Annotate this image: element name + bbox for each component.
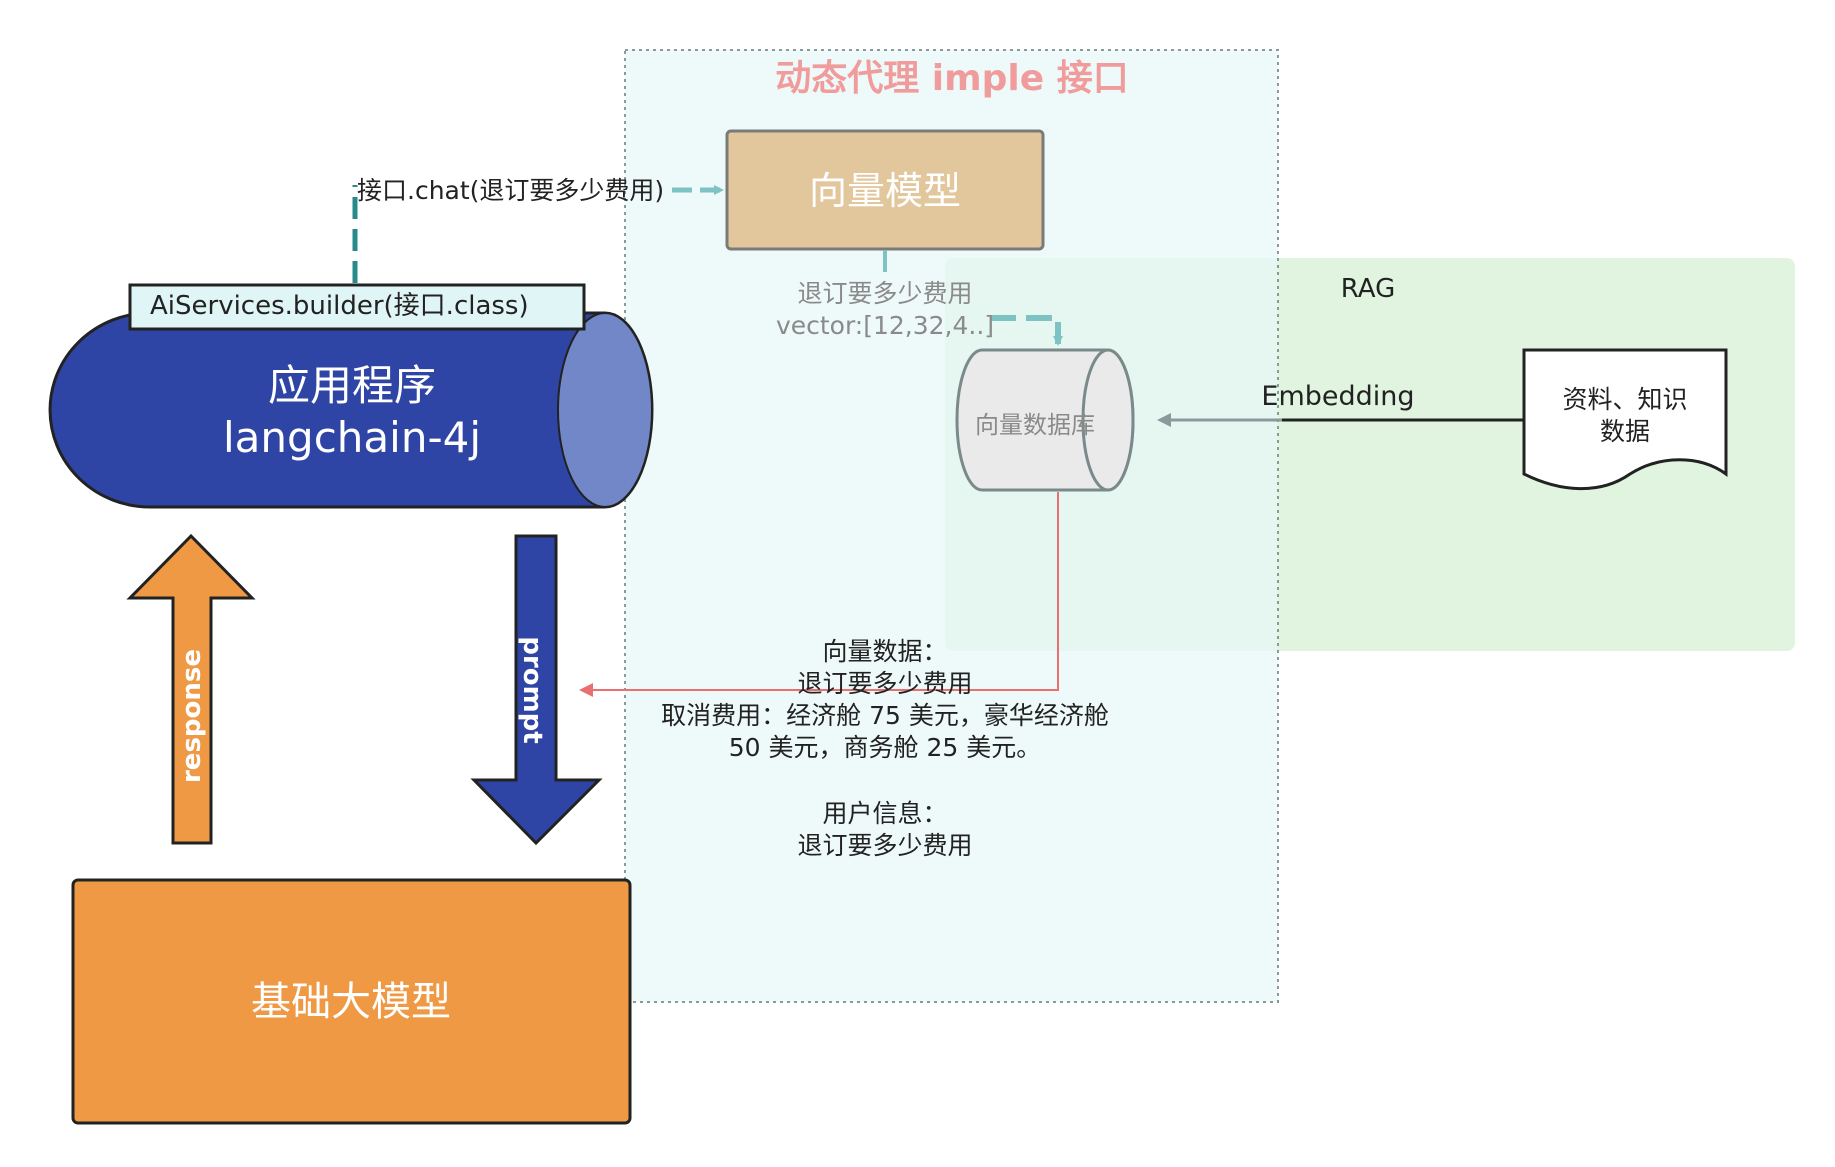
chat-arrow: 接口.chat(退订要多少费用) bbox=[352, 176, 724, 283]
documents-line2: 数据 bbox=[1600, 417, 1650, 446]
base-model-label: 基础大模型 bbox=[251, 979, 451, 1025]
prompt-arrow: prompt bbox=[470, 534, 603, 846]
retrieved-line2: 退订要多少费用 bbox=[797, 669, 972, 698]
embedding-arrow: Embedding bbox=[1157, 381, 1524, 427]
vector-db-label: 向量数据库 bbox=[975, 411, 1095, 439]
response-label: response bbox=[177, 649, 207, 783]
vector-db-node[interactable]: 向量数据库 bbox=[955, 348, 1135, 492]
vector-text-line1: 退订要多少费用 bbox=[797, 279, 972, 308]
documents-line1: 资料、知识 bbox=[1562, 385, 1687, 414]
builder-label: AiServices.builder(接口.class) bbox=[150, 291, 529, 321]
base-model-node[interactable]: 基础大模型 bbox=[71, 878, 632, 1125]
app-title-line2: langchain-4j bbox=[223, 413, 481, 462]
prompt-label: prompt bbox=[517, 636, 547, 743]
documents-node[interactable]: 资料、知识 数据 bbox=[1522, 348, 1728, 491]
chat-label: 接口.chat(退订要多少费用) bbox=[357, 176, 664, 205]
embedding-label: Embedding bbox=[1261, 381, 1414, 412]
vector-text-line2: vector:[12,32,4..] bbox=[776, 311, 994, 340]
vector-model-node[interactable]: 向量模型 bbox=[725, 129, 1045, 251]
app-node[interactable]: 应用程序 langchain-4j bbox=[48, 311, 654, 509]
vector-model-label: 向量模型 bbox=[809, 169, 961, 213]
retrieved-arrow bbox=[579, 492, 1059, 697]
retrieved-line1: 向量数据： bbox=[822, 637, 947, 666]
retrieved-line4: 50 美元，商务舱 25 美元。 bbox=[729, 733, 1041, 762]
retrieved-line6: 退订要多少费用 bbox=[797, 831, 972, 860]
rag-label: RAG bbox=[1341, 274, 1396, 304]
response-arrow: response bbox=[126, 533, 256, 845]
retrieved-text: 向量数据： 退订要多少费用 取消费用：经济舱 75 美元，豪华经济舱 50 美元… bbox=[661, 637, 1109, 860]
vector-arrow: 退订要多少费用 vector:[12,32,4..] bbox=[776, 250, 1063, 346]
app-title-line1: 应用程序 bbox=[268, 361, 436, 410]
proxy-region-title: 动态代理 imple 接口 bbox=[775, 58, 1128, 99]
retrieved-line5: 用户信息： bbox=[822, 799, 947, 828]
builder-box[interactable]: AiServices.builder(接口.class) bbox=[128, 283, 586, 331]
retrieved-line3: 取消费用：经济舱 75 美元，豪华经济舱 bbox=[661, 701, 1109, 730]
